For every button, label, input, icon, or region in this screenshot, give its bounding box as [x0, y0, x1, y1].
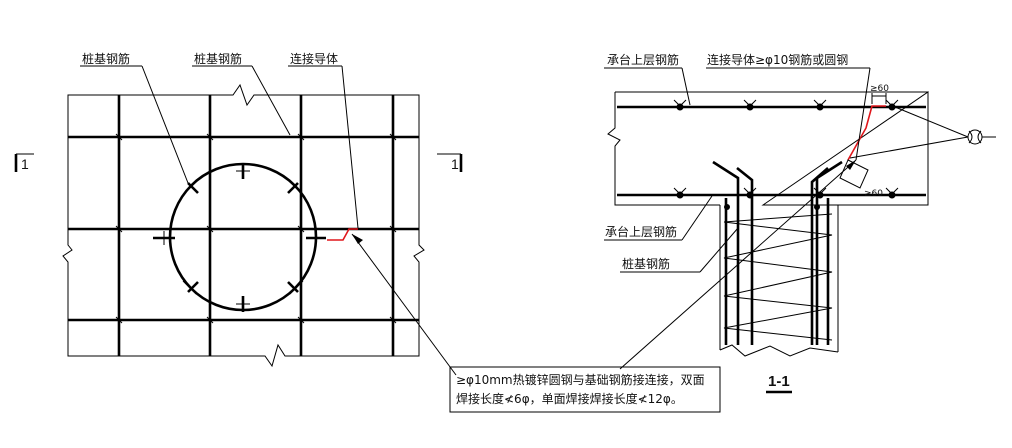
section-view: ≥60 ≥60 承台上层钢筋 连接导体≥φ10钢筋或圆钢	[604, 52, 996, 394]
section-title: 1-1	[768, 373, 790, 390]
section-mark-left-num: 1	[21, 156, 29, 172]
plan-leader-arrow	[352, 234, 363, 244]
section-mark-right: 1	[437, 153, 463, 172]
section-mark-left: 1	[14, 153, 34, 172]
section-leader-arrow	[846, 160, 856, 170]
section-connector	[847, 105, 886, 161]
plan-connector	[327, 228, 358, 241]
label-connector-spec: 连接导体≥φ10钢筋或圆钢	[707, 52, 848, 67]
dim-bottom-text: ≥60	[864, 189, 883, 199]
label-pile-rebar-right: 桩基钢筋	[622, 256, 670, 271]
plan-outline	[62, 83, 425, 368]
note-line-2: 焊接长度≮6φ，单面焊接焊接长度≮12φ。	[456, 391, 683, 406]
label-cap-upper-rebar-top: 承台上层钢筋	[607, 52, 679, 67]
plan-view: 1 1 桩基钢筋 桩基钢筋 连接导体	[14, 51, 463, 376]
rebar-dot-ticks	[673, 99, 899, 195]
weld-symbol	[849, 106, 996, 159]
cap-outline	[607, 91, 929, 206]
note-line-1: ≥φ10mm热镀锌圆钢与基础钢筋接连接，双面	[456, 372, 705, 387]
dim-top	[871, 93, 887, 104]
label-pile-rebar-2: 桩基钢筋	[194, 51, 242, 66]
pile-spiral-top	[723, 213, 833, 223]
dim-top-text: ≥60	[870, 84, 889, 94]
dim-bottom	[839, 159, 869, 189]
pile-spiral	[723, 221, 833, 341]
section-mark-right-num: 1	[451, 156, 459, 172]
pile-body	[719, 205, 839, 357]
plan-leaders	[80, 65, 457, 376]
label-pile-rebar-1: 桩基钢筋	[82, 51, 130, 66]
section-leaders	[604, 67, 871, 370]
note-box: ≥φ10mm热镀锌圆钢与基础钢筋接连接，双面 焊接长度≮6φ，单面焊接焊接长度≮…	[449, 366, 721, 413]
label-connector: 连接导体	[290, 51, 338, 66]
pile-radial-ticks	[163, 170, 317, 305]
label-cap-upper-rebar-bottom: 承台上层钢筋	[605, 224, 677, 239]
plan-intersection-ticks	[115, 133, 397, 324]
